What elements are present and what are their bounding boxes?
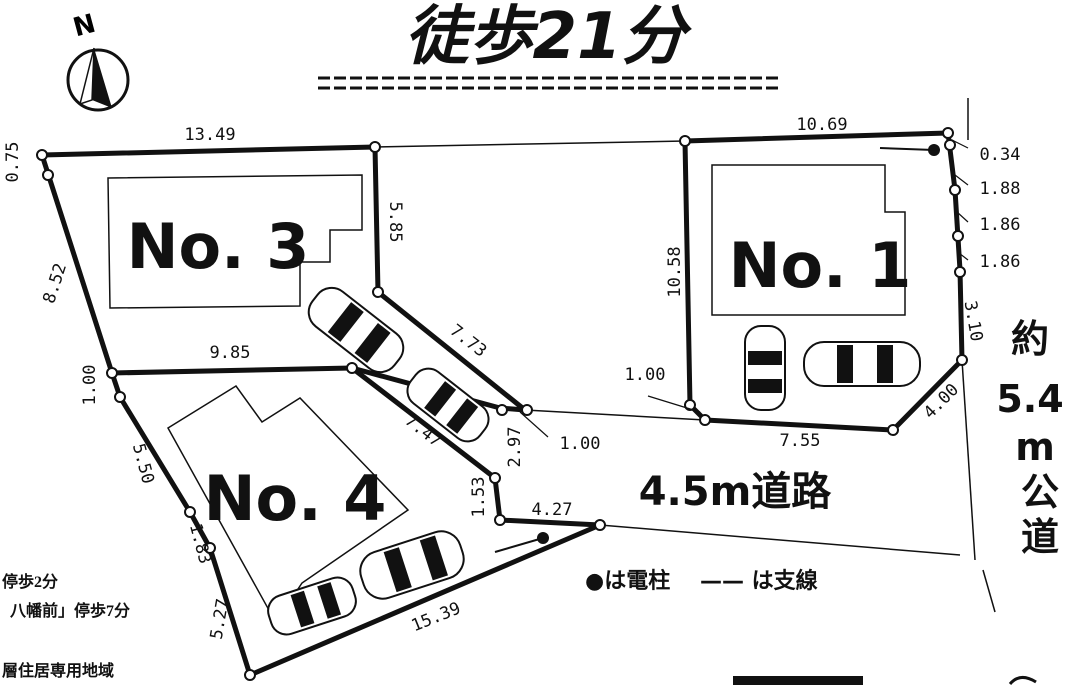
dim-label: 8.52	[39, 261, 71, 306]
car-icon	[267, 576, 357, 636]
dim-label: 1.88	[980, 179, 1021, 199]
car-icon	[744, 325, 786, 411]
dim-label: 10.58	[665, 246, 685, 297]
boundary-thin	[374, 98, 996, 613]
north-arrow-icon	[92, 48, 112, 108]
legend-wire: —— は支線	[700, 568, 818, 594]
north-compass: N	[66, 9, 130, 112]
dim-label: 5.85	[385, 202, 405, 243]
lot-label-no1: No. 1	[729, 229, 912, 302]
building-no3	[107, 174, 363, 309]
dim-label: 1.00	[560, 434, 601, 454]
lot-label-no3: No. 3	[127, 210, 310, 283]
corner-markers	[36, 127, 968, 681]
parking-cars	[267, 286, 921, 636]
cropped-glyph	[1008, 676, 1037, 685]
dim-label: 0.34	[980, 145, 1021, 165]
car-icon	[803, 341, 921, 387]
public-road-label: 約 5.4 m 公 道	[996, 317, 1063, 559]
guy-wire	[494, 537, 544, 553]
svg-text:」八幡前」停歩7分: 」八幡前」停歩7分	[0, 601, 130, 620]
car-icon	[406, 367, 490, 443]
dim-label: 1.00	[80, 365, 100, 406]
dim-label: 1.53	[469, 477, 489, 518]
title-underline	[318, 76, 780, 90]
dimension-leaders	[519, 139, 969, 438]
private-road-label: 4.5m道路	[639, 469, 833, 515]
dim-label: 2.97	[505, 427, 525, 468]
legend-pole: ●は電柱	[585, 569, 670, 594]
svg-text:停歩2分: 停歩2分	[2, 572, 58, 591]
legend: ●は電柱 —— は支線	[585, 568, 818, 594]
car-icon	[359, 530, 465, 600]
dim-label: 9.85	[210, 343, 251, 363]
svg-text:m: m	[1015, 425, 1055, 469]
dim-label: 1.86	[980, 252, 1021, 272]
dim-label: 1.00	[625, 365, 666, 385]
dim-label: 7.73	[446, 321, 491, 362]
car-icon	[307, 286, 405, 374]
utility-poles	[494, 144, 940, 553]
svg-text:5.4: 5.4	[996, 377, 1063, 421]
dim-label: 13.49	[184, 125, 235, 145]
dim-label: 1.86	[980, 215, 1021, 235]
svg-text:約: 約	[1011, 317, 1049, 361]
dim-label: 4.27	[532, 500, 573, 520]
svg-text:公: 公	[1021, 470, 1059, 514]
north-label: N	[70, 9, 99, 44]
dim-label: 4.00	[920, 380, 963, 423]
dim-label: 7.55	[780, 431, 821, 451]
guy-wire	[879, 147, 935, 151]
cropped-label-block	[733, 676, 863, 685]
dim-label: 10.69	[796, 115, 847, 135]
notes: 停歩2分 」八幡前」停歩7分 層住居専用地域	[0, 572, 130, 680]
svg-text:層住居専用地域: 層住居専用地域	[2, 661, 114, 680]
title: 徒歩21分	[404, 0, 692, 74]
dim-label: 5.27	[207, 597, 234, 641]
dim-label: 0.75	[3, 142, 23, 183]
svg-text:道: 道	[1021, 515, 1059, 559]
building-no1	[711, 164, 906, 316]
lot-label-no4: No. 4	[204, 462, 387, 535]
